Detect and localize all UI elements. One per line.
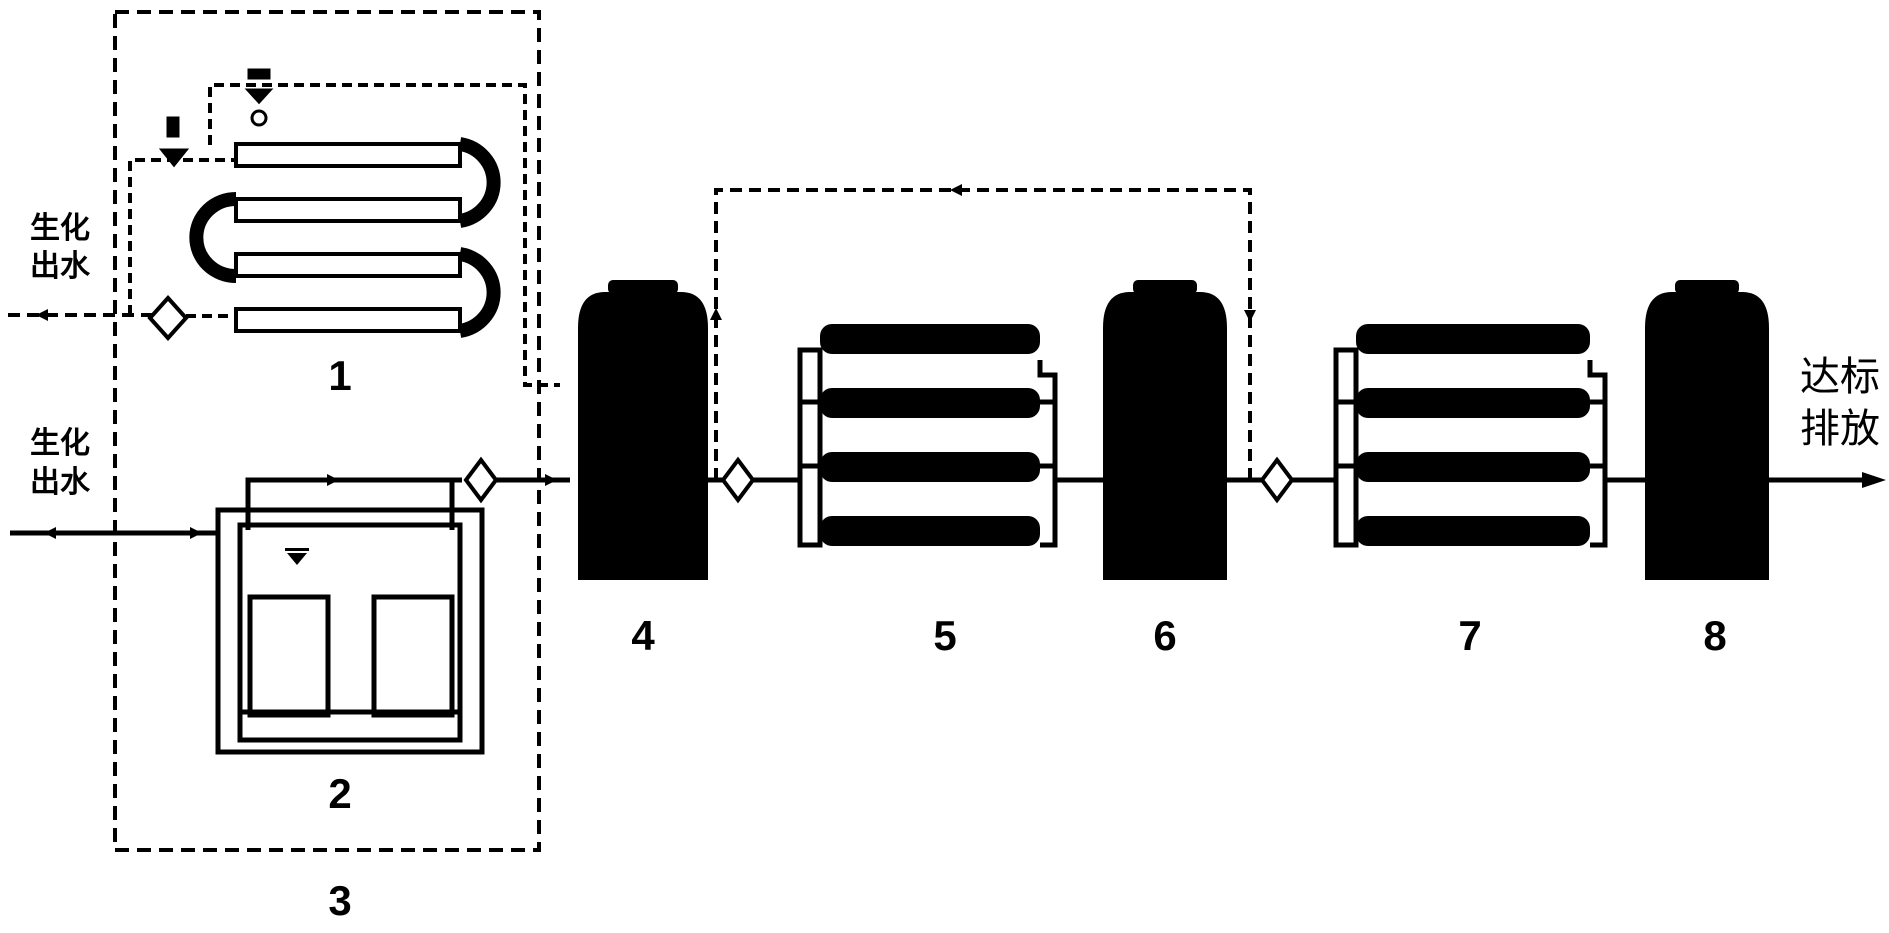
unit-5-number: 5: [933, 612, 956, 659]
unit-2-tank: [215, 507, 485, 755]
bottom-inlet-label-line1: 生化: [30, 427, 90, 460]
unit-1-dashed-top: [208, 83, 560, 387]
unit-8-number: 8: [1703, 612, 1726, 659]
unit-3-enclosure: [113, 10, 541, 852]
unit-5-modules: [820, 324, 1040, 546]
bottom-inlet-label-line2: 出水: [30, 466, 91, 499]
unit-6-number: 6: [1153, 612, 1176, 659]
outlet-label-line2: 排放: [1800, 407, 1880, 451]
unit-3-number: 3: [328, 877, 351, 924]
top-inlet-label-line1: 生化: [30, 212, 90, 245]
unit-1-number: 1: [328, 352, 351, 399]
unit-1-dashed-loop: [128, 158, 236, 315]
unit-6-vessel: [1103, 280, 1227, 580]
unit-7-modules: [1356, 324, 1590, 546]
unit-4-pump-icon: [720, 456, 756, 504]
unit-5-membrane-bank: [797, 347, 1058, 548]
top-inlet-label-line2: 出水: [30, 250, 91, 283]
unit-8-vessel: [1645, 280, 1769, 580]
unit-2-outlet-pipe: [245, 477, 455, 530]
outlet-arrow: [1862, 472, 1886, 488]
water-level-icon: [285, 548, 309, 565]
unit-4-number: 4: [631, 612, 655, 659]
unit-7-number: 7: [1458, 612, 1481, 659]
unit-7-membrane-bank: [1333, 347, 1608, 548]
unit-2-pump-icon: [463, 456, 499, 504]
outlet-label-line1: 达标: [1800, 355, 1880, 399]
recycle-dashed-loop: [714, 188, 1252, 480]
unit-2-number: 2: [328, 770, 351, 817]
unit-6-pump-icon: [1259, 456, 1295, 504]
unit-1-pump-icon: [147, 295, 189, 341]
valve-icon: [158, 68, 274, 168]
unit-1-exchanger: [189, 137, 501, 338]
unit-4-vessel: [578, 280, 708, 580]
top-inlet-arrow: [36, 309, 48, 321]
